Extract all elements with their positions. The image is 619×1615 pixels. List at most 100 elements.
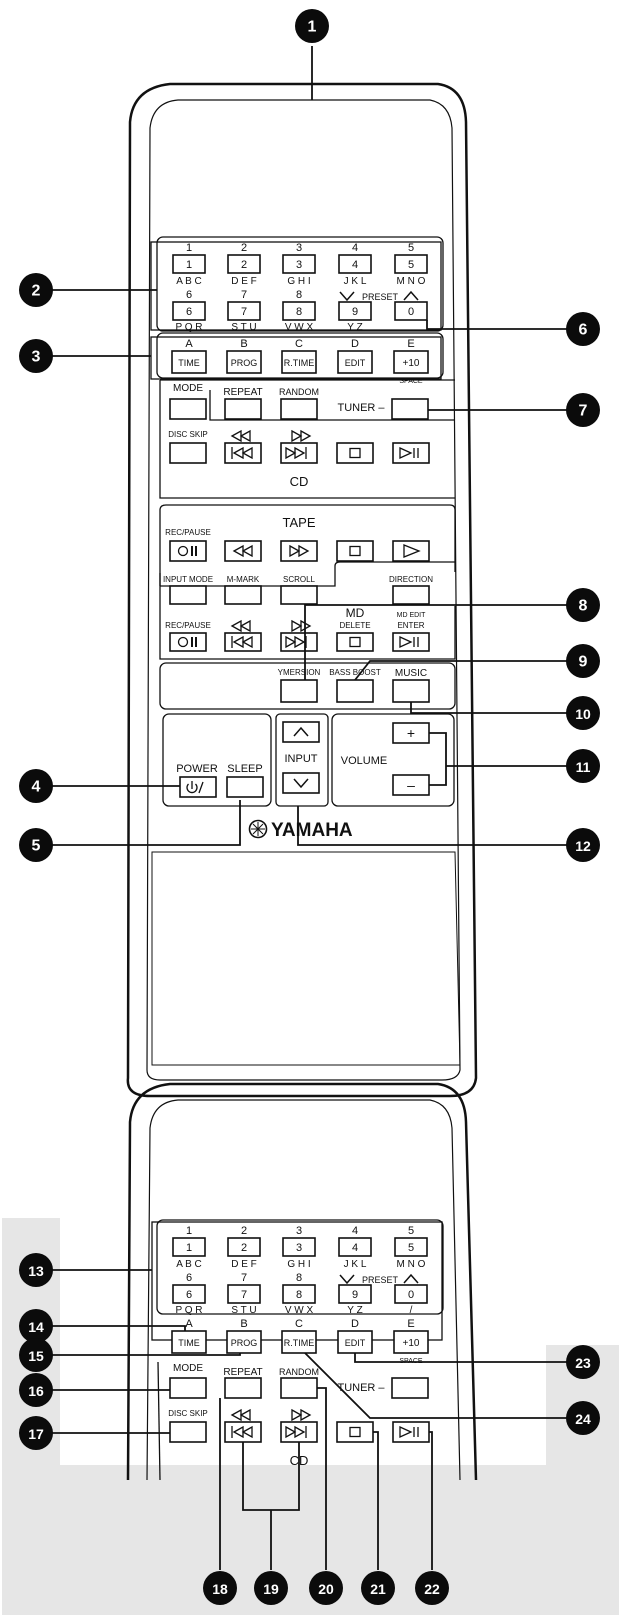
callout-20: 20: [309, 1571, 343, 1605]
input-up-button[interactable]: [282, 721, 320, 743]
numpad-button-5-text: 5: [408, 1242, 414, 1254]
direction-label: DIRECTION: [389, 575, 433, 584]
svg-text:11: 11: [576, 759, 591, 775]
numpad-button-7[interactable]: [227, 301, 261, 321]
cd-stop-button[interactable]: [336, 1421, 374, 1443]
tuner-minus-button[interactable]: [391, 1377, 429, 1399]
input-panel: [275, 713, 329, 807]
func-letter-e: E: [407, 338, 414, 350]
numpad-letters-9: Y Z: [347, 1305, 362, 1316]
numpad-button-8[interactable]: [282, 301, 316, 321]
mode-button[interactable]: [169, 1377, 207, 1399]
numpad-button-3[interactable]: [282, 1237, 316, 1257]
plus10-button[interactable]: [393, 350, 429, 374]
input-mode-button[interactable]: [169, 585, 207, 605]
numpad-button-2[interactable]: [227, 254, 261, 274]
input-down-button[interactable]: [282, 772, 320, 794]
numpad-button-3-text: 3: [296, 259, 302, 271]
func-letter-b: B: [240, 1318, 247, 1330]
numpad-button-0[interactable]: [394, 301, 428, 321]
svg-text:24: 24: [575, 1411, 591, 1427]
random-button[interactable]: [280, 398, 318, 420]
tuner-minus-button[interactable]: [391, 398, 429, 420]
callout-2: 2: [19, 273, 53, 307]
numpad-digit-label-2: 2: [241, 1225, 247, 1237]
music-button[interactable]: [392, 679, 430, 703]
md-next-button[interactable]: [280, 632, 318, 652]
rtime-button[interactable]: [281, 350, 317, 374]
numpad-button-7-text: 7: [241, 306, 247, 318]
bass-boost-button[interactable]: [336, 679, 374, 703]
numpad-button-7-text: 7: [241, 1289, 247, 1301]
chevron-up-icon: [403, 1274, 419, 1284]
bottom-function-row: A TIME B PROG C R.TIME D EDIT E +10 SPAC…: [171, 1318, 429, 1365]
numpad-letters-3: G H I: [287, 1259, 310, 1270]
md-panel: [159, 573, 456, 660]
numpad-button-6[interactable]: [172, 301, 206, 321]
cd-next-button[interactable]: [280, 442, 318, 464]
delete-button[interactable]: [336, 632, 374, 652]
time-button[interactable]: [171, 1330, 207, 1354]
cd-stop-button[interactable]: [336, 442, 374, 464]
numpad-button-7[interactable]: [227, 1284, 261, 1304]
sleep-button[interactable]: [226, 776, 264, 798]
numpad-button-8[interactable]: [282, 1284, 316, 1304]
repeat-button[interactable]: [224, 1377, 262, 1399]
callout-3: 3: [19, 339, 53, 373]
callout-5: 5: [19, 828, 53, 862]
numpad-button-5[interactable]: [394, 254, 428, 274]
numpad-button-0-text: 0: [408, 306, 414, 318]
music-label: MUSIC: [395, 668, 427, 679]
callout-8: 8: [566, 588, 600, 622]
numpad-button-3[interactable]: [282, 254, 316, 274]
disc-skip-button[interactable]: [169, 442, 207, 464]
numpad-button-0-text: 0: [408, 1289, 414, 1301]
tape-play-button[interactable]: [392, 540, 430, 562]
numpad-letters-7: S T U: [231, 1305, 256, 1316]
numpad-button-6[interactable]: [172, 1284, 206, 1304]
scroll-button[interactable]: [280, 585, 318, 605]
random-button[interactable]: [280, 1377, 318, 1399]
function-highlight-frame: [150, 336, 442, 380]
numpad-letters-9: Y Z: [347, 322, 362, 333]
numpad: 1 1 A B C 2 2 D E F 3 3 G H I 4 4 J K L …: [172, 242, 428, 333]
numpad-button-9[interactable]: [338, 1284, 372, 1304]
time-button[interactable]: [171, 350, 207, 374]
rtime-button[interactable]: [281, 1330, 317, 1354]
numpad-button-4[interactable]: [338, 1237, 372, 1257]
disc-skip-button[interactable]: [169, 1421, 207, 1443]
tape-stop-button[interactable]: [336, 540, 374, 562]
callout-23: 23: [566, 1345, 600, 1379]
m-mark-button[interactable]: [224, 585, 262, 605]
mode-button[interactable]: [169, 398, 207, 420]
sleep-label: SLEEP: [227, 763, 262, 775]
numpad-button-5[interactable]: [394, 1237, 428, 1257]
plus10-button[interactable]: [393, 1330, 429, 1354]
prog-button[interactable]: [226, 350, 262, 374]
mode-tuner-divider: [209, 390, 455, 421]
numpad-button-0[interactable]: [394, 1284, 428, 1304]
callout-22: 22: [415, 1571, 449, 1605]
numpad-button-4[interactable]: [338, 254, 372, 274]
rewind-icon: [231, 1409, 251, 1421]
repeat-button[interactable]: [224, 398, 262, 420]
prog-button[interactable]: [226, 1330, 262, 1354]
numpad-button-3-text: 3: [296, 1242, 302, 1254]
numpad-button-1[interactable]: [172, 1237, 206, 1257]
power-button[interactable]: [179, 776, 217, 798]
numpad-button-1[interactable]: [172, 254, 206, 274]
svg-text:12: 12: [575, 838, 591, 854]
direction-button[interactable]: [392, 585, 430, 605]
callout-14: 14: [19, 1309, 53, 1343]
ymersion-button[interactable]: [280, 679, 318, 703]
edit-button[interactable]: [337, 350, 373, 374]
delete-label: DELETE: [339, 621, 370, 630]
numpad-button-2[interactable]: [227, 1237, 261, 1257]
bass-boost-label: BASS BOOST: [329, 668, 381, 677]
numpad-button-9[interactable]: [338, 301, 372, 321]
repeat-label: REPEAT: [223, 387, 262, 398]
numpad-digit-label-6: 6: [186, 1272, 192, 1284]
callout-18: 18: [203, 1571, 237, 1605]
svg-text:5: 5: [32, 838, 41, 855]
